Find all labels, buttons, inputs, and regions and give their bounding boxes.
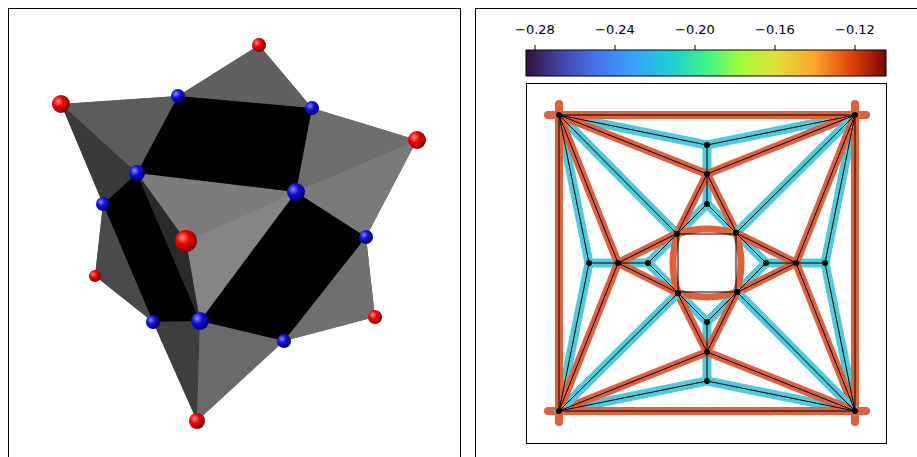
polyhedron xyxy=(52,38,426,429)
tick-label: −0.28 xyxy=(515,22,555,38)
colorbar xyxy=(526,45,886,76)
tick-label: −0.24 xyxy=(595,22,635,38)
tick-label: −0.16 xyxy=(755,22,795,38)
graph-plot xyxy=(527,84,887,444)
tick-label: −0.20 xyxy=(675,22,715,38)
tick-label: −0.12 xyxy=(835,22,875,38)
